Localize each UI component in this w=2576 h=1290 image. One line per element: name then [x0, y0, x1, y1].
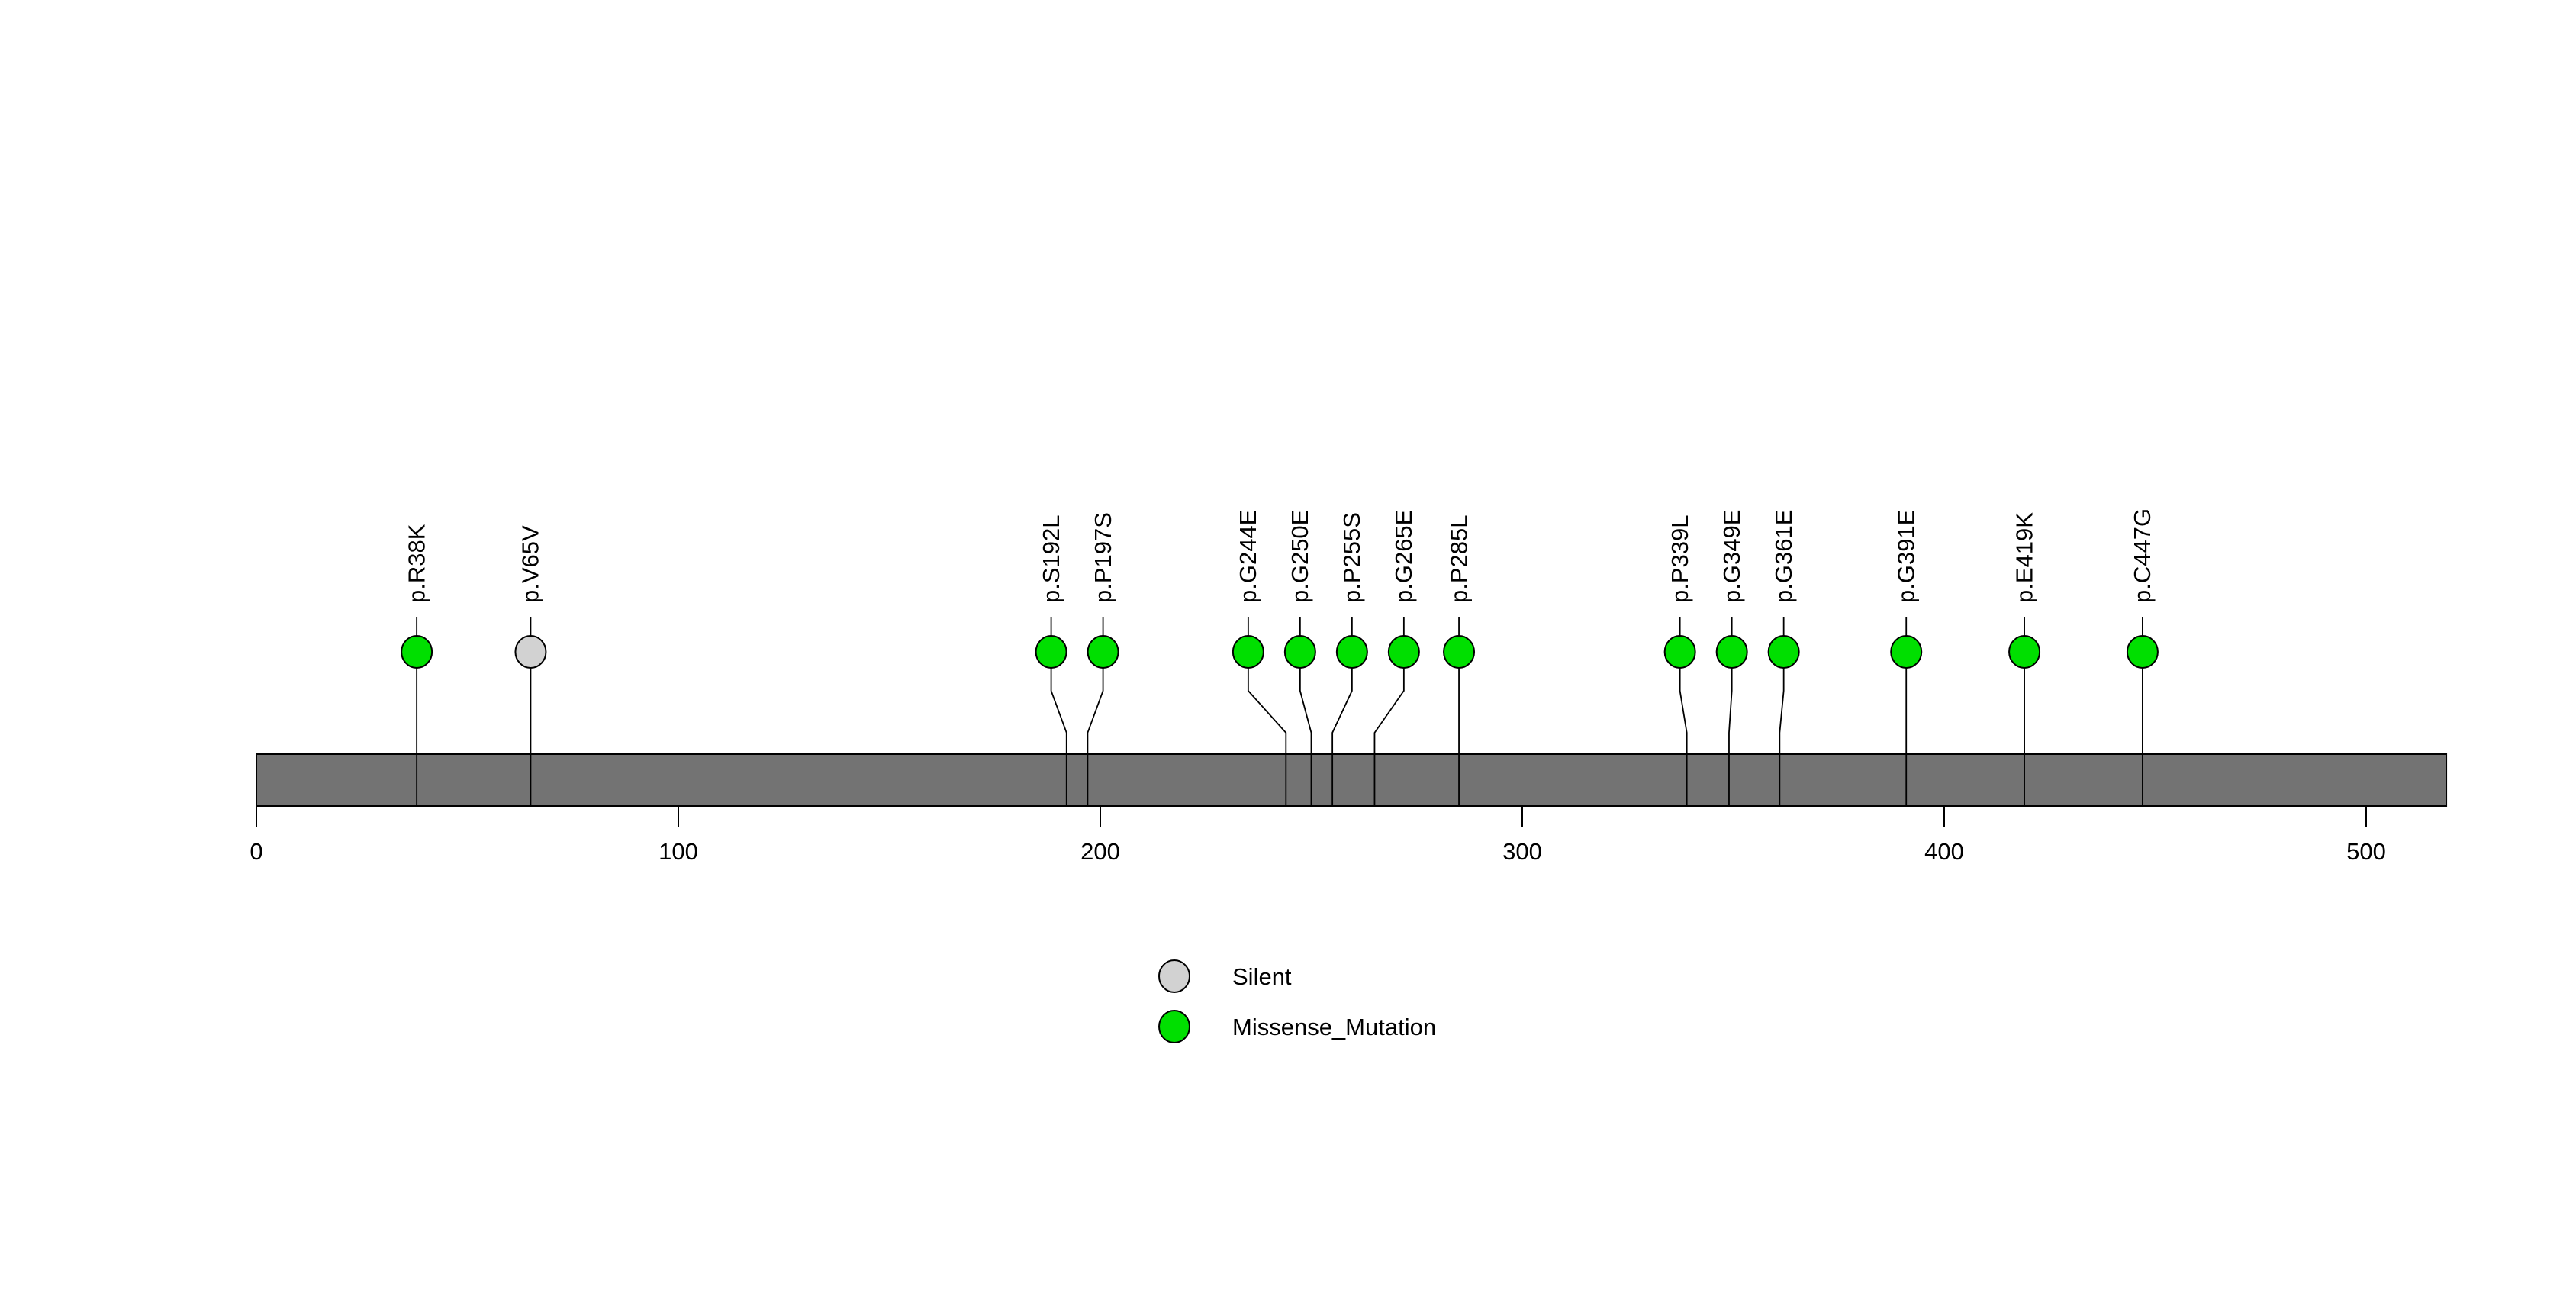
- mutation-circle: [514, 635, 547, 669]
- mutation-circle: [1087, 635, 1119, 669]
- mutation-label: p.V65V: [517, 525, 544, 603]
- legend-label: Silent: [1232, 963, 1292, 990]
- mutation-label: p.P255S: [1338, 512, 1365, 603]
- mutation-label: p.P197S: [1090, 512, 1116, 603]
- mutation-label: p.E419K: [2011, 512, 2037, 603]
- mutation-circle: [401, 635, 433, 669]
- mutation-label: p.G244E: [1235, 510, 1261, 603]
- mutation-circle: [1035, 635, 1067, 669]
- mutation-label: p.P285L: [1445, 515, 1472, 604]
- mutation-label: p.G265E: [1390, 510, 1417, 603]
- axis-tick-label: 400: [1924, 838, 1964, 865]
- legend-swatch: [1158, 1010, 1190, 1043]
- mutation-circle: [1715, 635, 1748, 669]
- mutation-label: p.G361E: [1770, 510, 1797, 603]
- mutation-circle: [1443, 635, 1476, 669]
- mutation-circle: [2008, 635, 2041, 669]
- mutation-label: p.G349E: [1718, 510, 1745, 603]
- mutation-label: p.P339L: [1666, 515, 1693, 604]
- mutation-label: p.C447G: [2129, 508, 2156, 603]
- axis-tick-label: 0: [250, 838, 262, 865]
- mutation-circle: [1335, 635, 1368, 669]
- mutation-circle: [2126, 635, 2159, 669]
- mutation-circle: [1767, 635, 1800, 669]
- mutation-label: p.R38K: [403, 524, 430, 603]
- mutation-circle: [1663, 635, 1696, 669]
- axis-tick-label: 500: [2346, 838, 2386, 865]
- axis-tick-label: 100: [658, 838, 698, 865]
- legend-swatch: [1158, 959, 1190, 993]
- mutation-label: p.G391E: [1892, 510, 1919, 603]
- axis-tick-label: 200: [1080, 838, 1120, 865]
- mutation-circle: [1283, 635, 1316, 669]
- legend-label: Missense_Mutation: [1232, 1014, 1436, 1040]
- axis-tick-label: 300: [1502, 838, 1542, 865]
- mutation-circle: [1387, 635, 1420, 669]
- protein-bar: [256, 753, 2448, 807]
- mutation-circle: [1232, 635, 1264, 669]
- mutation-circle: [1890, 635, 1923, 669]
- mutation-label: p.G250E: [1286, 510, 1313, 603]
- mutation-label: p.S192L: [1038, 515, 1064, 604]
